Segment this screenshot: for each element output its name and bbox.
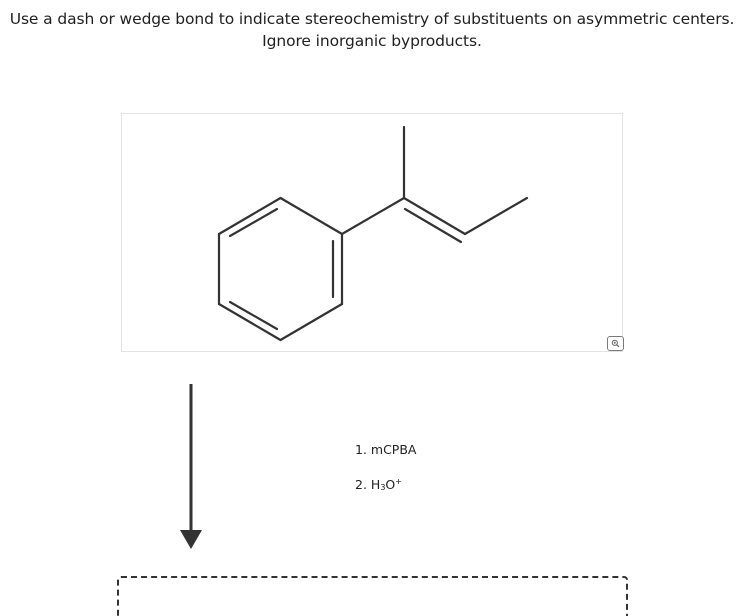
magnifier-icon [611,339,620,348]
bond [279,302,344,342]
reagent-step-2-prefix: 2. H [355,477,381,492]
bond-inner [403,207,463,244]
instructions: Use a dash or wedge bond to indicate ste… [0,8,744,52]
bond [340,196,406,236]
reagent-step-2-superscript: + [395,477,402,486]
bond [217,196,282,236]
zoom-button[interactable] [607,336,624,351]
reagent-step-2-subscript: 3 [380,483,386,492]
bond-inner [228,207,279,238]
bond [217,302,282,342]
bond [279,196,344,236]
reagent-step-2-mid: O [385,477,396,492]
reagent-step-2: 2. H3O+ [355,477,402,492]
bond [463,196,529,236]
reagent-step-1: 1. mCPBA [355,442,417,457]
down-arrow-icon [180,384,202,549]
starting-material-box [121,113,623,352]
instruction-line-1: Use a dash or wedge bond to indicate ste… [9,10,735,28]
bond-inner [228,300,279,331]
reaction-arrow [178,382,204,556]
starting-material-structure [217,125,529,342]
product-drawing-area[interactable] [117,576,628,616]
instruction-line-2: Ignore inorganic byproducts. [262,32,482,50]
bond [402,196,467,236]
